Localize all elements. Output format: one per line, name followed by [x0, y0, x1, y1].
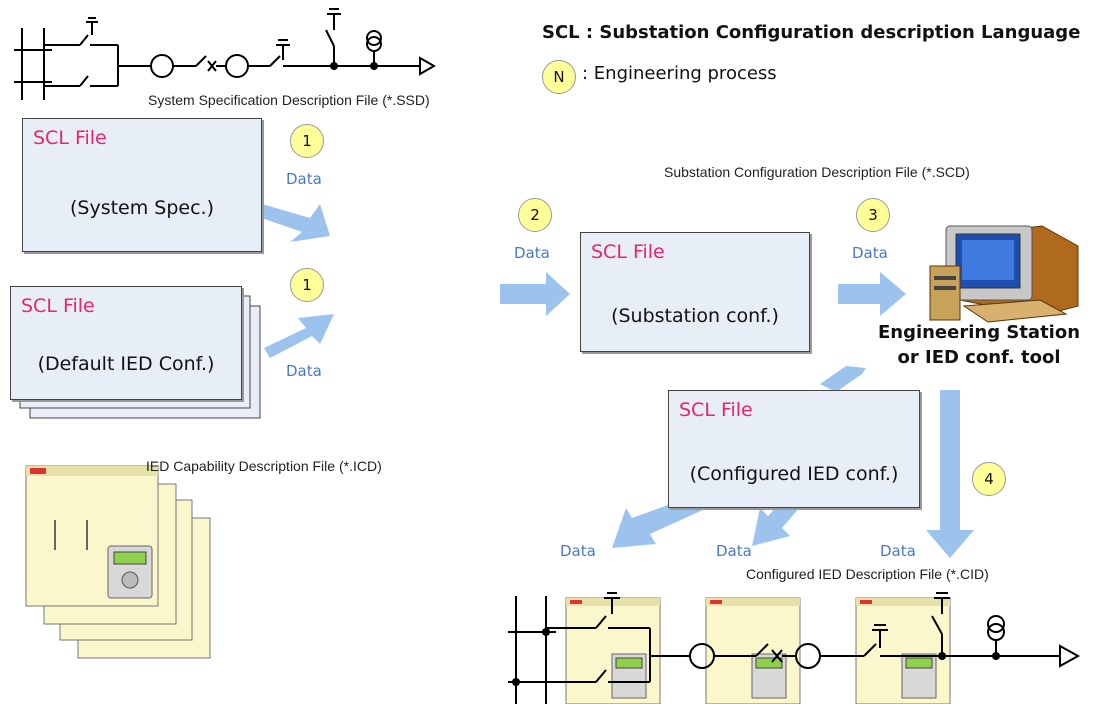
scl-file-title: SCL File	[33, 127, 107, 149]
arrow-scd-to-tool	[838, 272, 906, 316]
scl-file-body: (Default IED Conf.)	[37, 353, 215, 375]
step-badge-1: 1	[290, 268, 324, 302]
arrow-ssd-to-scd	[256, 204, 330, 242]
icd-caption: IED Capability Description File (*.ICD)	[146, 458, 382, 474]
data-label: Data	[716, 542, 752, 560]
scl-file-body: (Configured IED conf.)	[689, 463, 899, 485]
arrow-into-scd	[500, 272, 570, 316]
scl-file-body: (System Spec.)	[69, 197, 214, 219]
data-label: Data	[880, 542, 916, 560]
scd-caption: Substation Configuration Description Fil…	[664, 164, 970, 180]
arrow-tool-up-left	[820, 366, 866, 392]
legend-step-badge: N	[542, 60, 576, 94]
step-badge-1: 1	[290, 124, 324, 158]
legend-step-meaning: : Engineering process	[582, 63, 777, 84]
ssd-single-line-diagram	[14, 8, 437, 100]
scl-definition: SCL : Substation Configuration descripti…	[542, 22, 1081, 43]
scl-file-title: SCL File	[679, 399, 753, 421]
scl-file-configured-ied: SCL File (Configured IED conf.)	[668, 390, 920, 508]
ssd-caption: System Specification Description File (*…	[148, 92, 430, 108]
engineering-station-line2: or IED conf. tool	[897, 347, 1061, 368]
step-badge-3: 3	[856, 198, 890, 232]
arrow-down-to-ied3	[926, 390, 974, 558]
scl-file-default-ied: SCL File (Default IED Conf.)	[10, 286, 242, 400]
data-label: Data	[514, 244, 550, 262]
engineering-station-label: Engineering Station or IED conf. tool	[864, 322, 1094, 368]
scl-file-body: (Substation conf.)	[611, 305, 779, 327]
data-label: Data	[852, 244, 888, 262]
data-label: Data	[286, 362, 322, 380]
arrow-icd-to-scd	[264, 314, 334, 358]
step-badge-2: 2	[518, 198, 552, 232]
data-label: Data	[560, 542, 596, 560]
scl-file-title: SCL File	[21, 295, 95, 317]
scl-file-system-spec: SCL File (System Spec.)	[22, 118, 262, 252]
scl-file-title: SCL File	[591, 241, 665, 263]
engineering-station-line1: Engineering Station	[877, 322, 1081, 343]
cid-single-line-diagram	[508, 592, 1081, 704]
computer-icon	[929, 225, 1079, 323]
icd-ied-panel-stack	[25, 465, 211, 659]
cid-caption: Configured IED Description File (*.CID)	[746, 566, 989, 582]
data-label: Data	[286, 170, 322, 188]
scl-file-substation: SCL File (Substation conf.)	[580, 232, 810, 352]
step-badge-4: 4	[972, 462, 1006, 496]
